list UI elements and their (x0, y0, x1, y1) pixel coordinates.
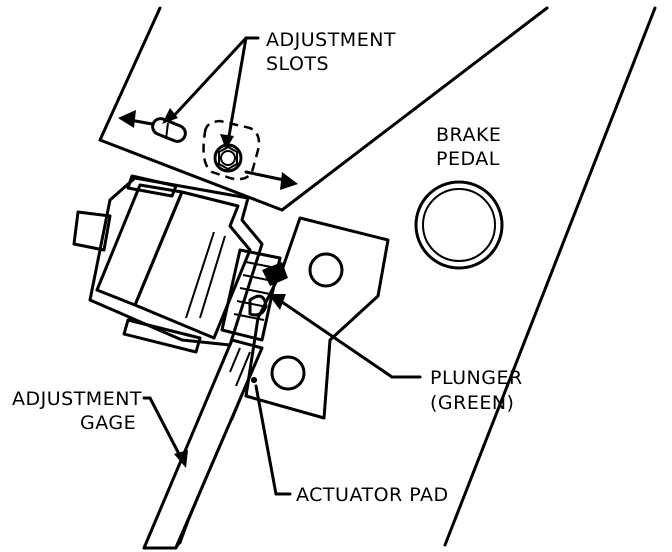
label-adjustment-slots-line1: ADJUSTMENT (266, 29, 396, 51)
label-adjustment-gage-line1: ADJUSTMENT (12, 388, 142, 410)
brake-switch-body (72, 174, 264, 354)
label-actuator-pad: ACTUATOR PAD (296, 484, 449, 506)
label-brake-pedal-line2: PEDAL (436, 148, 500, 170)
label-adjustment-gage-line2: GAGE (80, 412, 136, 434)
plunger (220, 248, 288, 342)
leader-plunger (268, 294, 422, 379)
leader-actuator-pad (251, 377, 292, 496)
label-plunger-line1: PLUNGER (430, 367, 523, 389)
brake-pedal-arm (98, 6, 657, 547)
brake-pedal-hole (414, 180, 504, 270)
adjustment-direction-arrows (118, 110, 298, 190)
label-brake-pedal-line1: BRAKE (436, 124, 501, 146)
adjustment-gage (142, 338, 264, 550)
label-adjustment-slots-line2: SLOTS (266, 53, 329, 75)
leader-adjustment-slots (162, 36, 260, 150)
label-plunger-line2: (GREEN) (430, 392, 514, 414)
leader-adjustment-gage (142, 396, 188, 468)
